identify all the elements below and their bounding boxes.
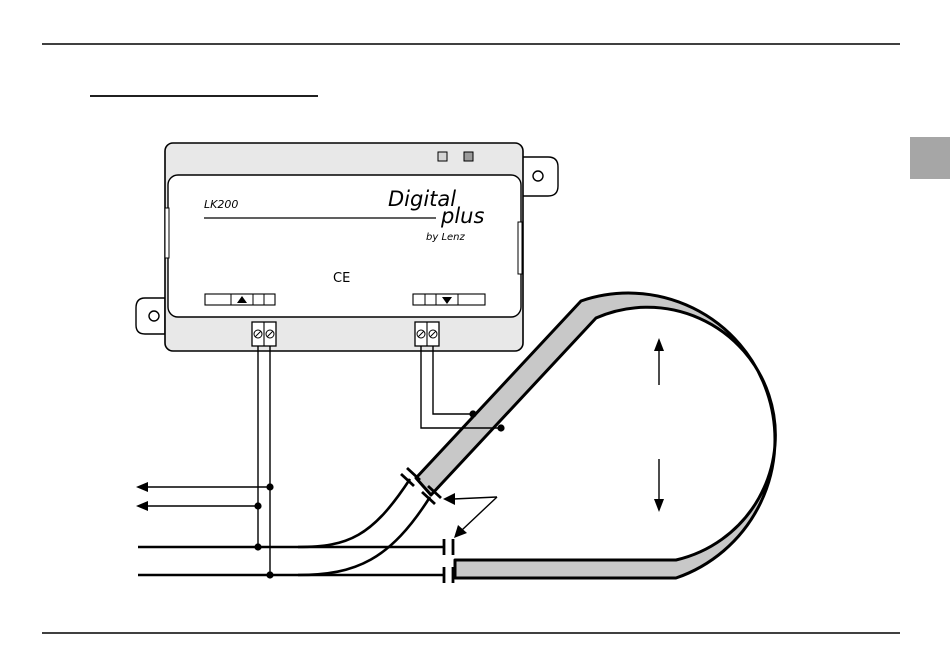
terminal-block-right [415,322,439,346]
isolation-gap-upper [401,468,420,486]
terminal-block-left [252,322,276,346]
junction-dot [254,502,261,509]
mounting-ear-right [521,157,558,196]
arrow-left-icon [443,493,455,505]
isolation-gap-straight-lower [444,567,453,583]
junction-dot [497,424,504,431]
side-notch-right [518,222,522,274]
arrow-down-icon [654,499,664,512]
gap-pointer-arrows [443,493,497,538]
junction-dot [266,571,273,578]
junction-dot [266,483,273,490]
mounting-ear-left [136,298,165,334]
direction-strip-right [413,294,485,305]
curve-rail-lower [298,497,430,575]
brand-plus: plus [440,204,484,228]
model-label: LK200 [204,198,238,211]
loop-arrow-down [654,459,664,512]
brand-by-lenz: by Lenz [426,232,466,243]
arrow-left-icon [136,482,148,492]
status-led-1 [438,152,447,161]
curve-rail-upper [298,479,410,547]
wire-output-b [433,346,473,414]
status-led-2 [464,152,473,161]
junction-dot [254,543,261,550]
loop-arrow-up [654,338,664,385]
ce-mark: CE [333,271,350,286]
junction-dot [469,410,476,417]
arrow-up-icon [654,338,664,351]
side-notch-left [165,208,169,258]
arrow-left-icon [136,501,148,511]
lk200-module: LK200 Digital plus by Lenz CE [136,143,558,351]
isolation-gap-straight-upper [444,539,453,555]
direction-strip-left [205,294,275,305]
side-tab [910,137,950,179]
